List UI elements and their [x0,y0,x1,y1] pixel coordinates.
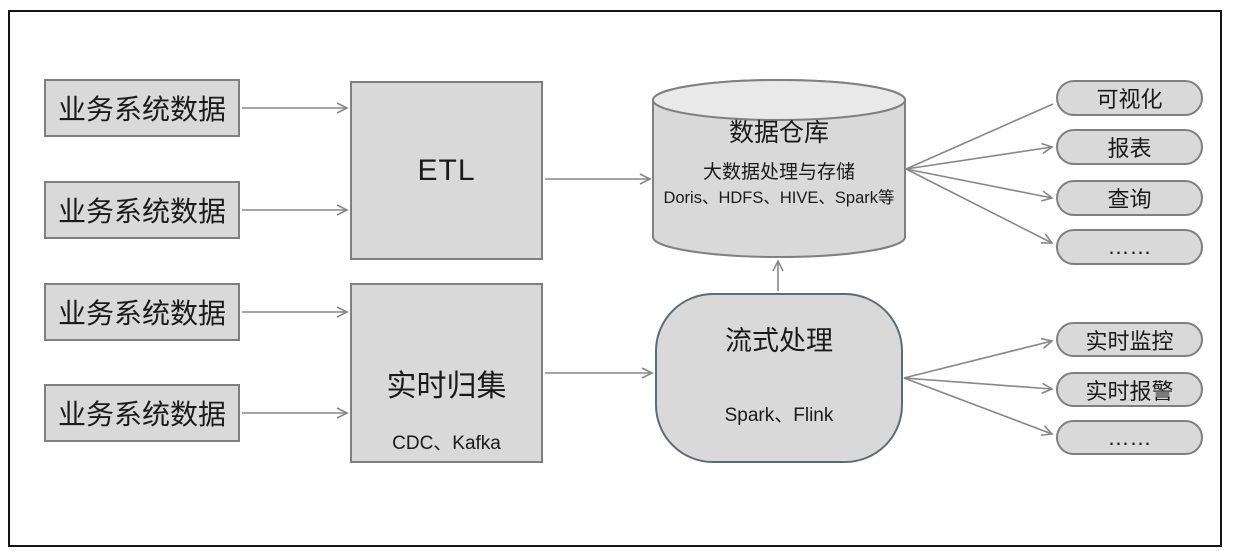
cylinder-top [652,79,906,121]
warehouse-tech: Doris、HDFS、HIVE、Spark等 [663,189,895,207]
stream-processing-box: 流式处理 Spark、Flink [655,293,903,463]
pill-realtime-monitor: 实时监控 [1056,322,1203,357]
pill-report: 报表 [1056,129,1203,165]
arrow-stream-monitor [903,337,1054,379]
realtime-collect-box: 实时归集 CDC、Kafka [350,283,543,463]
arrow-warehouse-visualization [905,103,1054,170]
pill-label: 实时报警 [1085,378,1174,404]
source-box-2: 业务系统数据 [44,181,240,239]
source-label: 业务系统数据 [57,94,226,125]
etl-label: ETL [417,153,476,187]
pill-warehouse-more: …… [1056,229,1203,265]
pill-label: …… [1107,234,1152,259]
source-box-3: 业务系统数据 [44,283,240,341]
source-label: 业务系统数据 [57,298,226,329]
stream-subtitle: Spark、Flink [724,405,834,426]
arrow-stream-more [903,377,1054,436]
pill-label: 报表 [1107,136,1152,161]
pill-label: …… [1107,424,1152,450]
diagram-frame [8,10,1222,547]
pill-stream-more: …… [1056,420,1203,455]
pill-query: 查询 [1056,180,1203,216]
source-label: 业务系统数据 [57,196,226,227]
arrow-warehouse-query [905,168,1054,202]
warehouse-title: 数据仓库 [728,119,829,147]
realtime-collect-subtitle: CDC、Kafka [392,433,501,454]
source-box-4: 业务系统数据 [44,384,240,442]
warehouse-text: 数据仓库 大数据处理与存储 Doris、HDFS、HIVE、Spark等 [653,118,905,211]
warehouse-subtitle: 大数据处理与存储 [702,162,855,183]
pill-visualization: 可视化 [1056,80,1203,116]
realtime-collect-title: 实时归集 [386,370,507,403]
pill-realtime-alert: 实时报警 [1056,372,1203,407]
warehouse-cylinder [652,79,906,258]
stream-title: 流式处理 [725,326,833,356]
arrow-stream-alert [903,377,1054,394]
pill-label: 可视化 [1096,87,1163,112]
source-label: 业务系统数据 [57,399,226,430]
arrow-warehouse-more [905,168,1054,244]
pill-label: 实时监控 [1085,328,1174,354]
arrow-warehouse-report [905,142,1054,170]
source-box-1: 业务系统数据 [44,79,240,137]
etl-box: ETL [350,81,543,260]
pill-label: 查询 [1107,187,1152,212]
